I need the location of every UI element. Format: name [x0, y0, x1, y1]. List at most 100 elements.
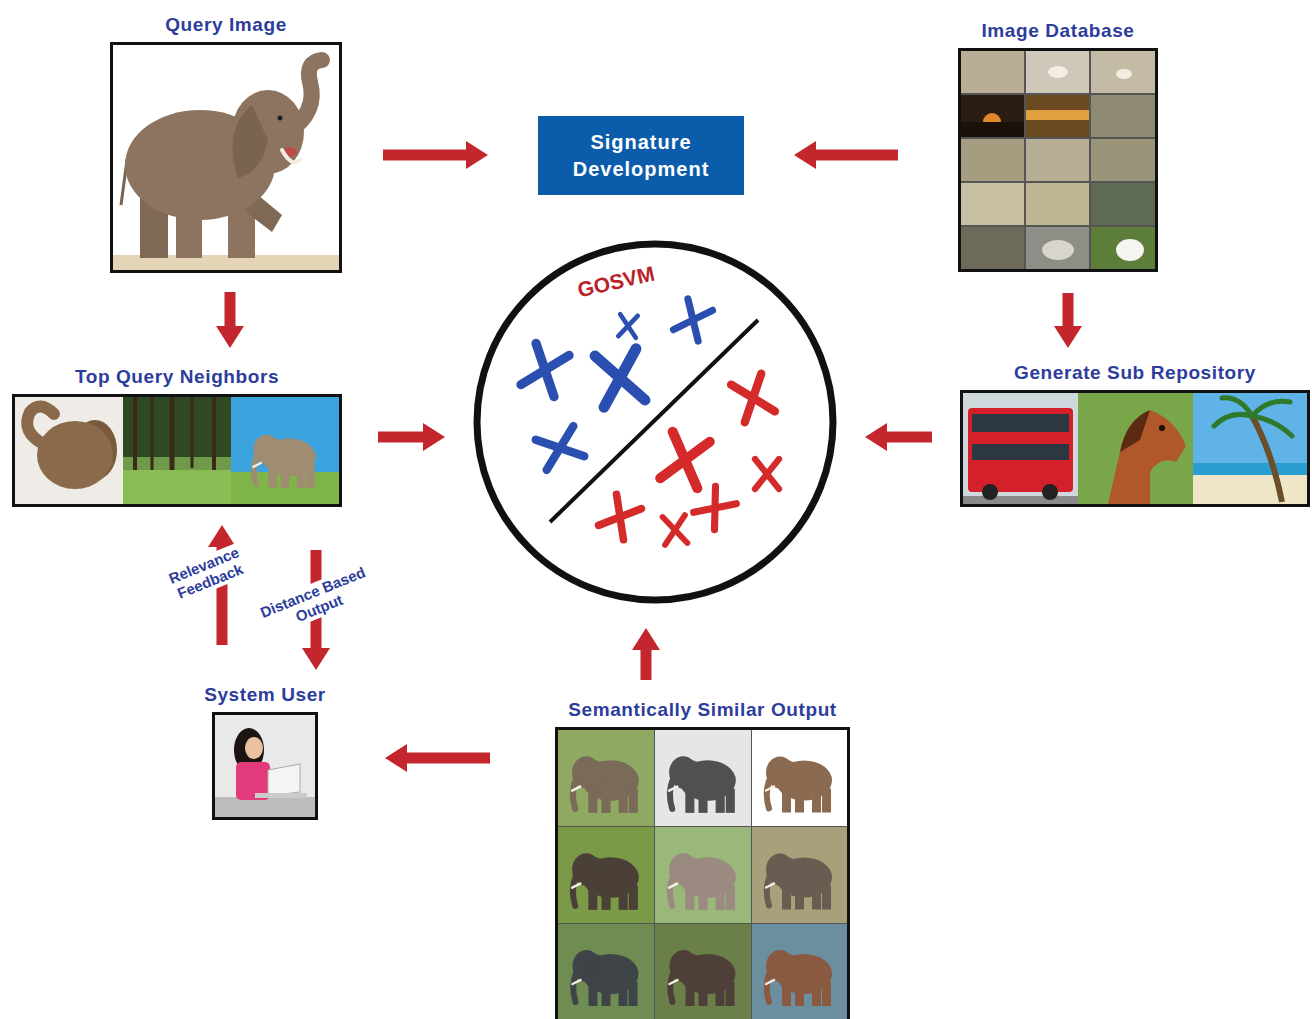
panel-heading: Image Database [981, 20, 1134, 42]
database-thumbnails [961, 227, 1024, 269]
sample-mark [599, 494, 642, 540]
separating-hyperplane [550, 320, 758, 522]
flow-arrow [794, 141, 898, 169]
sample-mark [663, 515, 688, 545]
image-panel: System User [212, 712, 318, 820]
query-elephant [113, 45, 339, 270]
repository-thumbnails [982, 484, 998, 500]
neighbor-thumbnails [212, 397, 216, 474]
query-elephant [232, 105, 268, 178]
panel-heading: Semantically Similar Output [568, 699, 837, 721]
result-thumbnails [558, 827, 654, 923]
sample-mark [521, 343, 569, 396]
box-label: Signature Development [550, 129, 732, 183]
flow-arrow [378, 423, 445, 451]
sample-mark [595, 349, 645, 407]
database-thumbnails [1026, 227, 1089, 269]
sample-mark [663, 515, 688, 545]
query-elephant [278, 116, 283, 121]
sample-mark [663, 515, 688, 545]
result-thumbnails [655, 924, 751, 1019]
neighbor-thumbnails [133, 397, 137, 475]
sample-mark [755, 459, 779, 489]
panel-heading: Query Image [165, 14, 287, 36]
database-thumbnails [1116, 239, 1144, 261]
sample-mark [673, 299, 712, 341]
repository-thumbnails [1042, 484, 1058, 500]
repository-thumbnails [1078, 393, 1193, 504]
image-panel: Image Database [958, 48, 1158, 272]
flow-arrow [1054, 293, 1082, 348]
user-photo [245, 737, 263, 759]
repository-thumbnails [1193, 475, 1307, 504]
result-thumbnails [752, 827, 847, 923]
edge-label: Relevance Feedback [150, 537, 265, 610]
database-thumbnails [961, 95, 1024, 137]
result-thumbnails [558, 924, 654, 1019]
database-thumbnails [961, 51, 1024, 93]
classifier-circle: GOSVM [473, 240, 837, 604]
sample-mark [618, 314, 637, 337]
sample-mark [536, 426, 585, 470]
database-thumbnails [1042, 240, 1074, 260]
database-thumbnails [961, 139, 1024, 181]
repository-thumbnails [963, 496, 1078, 504]
sample-mark [731, 374, 775, 423]
sample-mark [618, 314, 637, 337]
sample-mark [731, 374, 775, 423]
sample-mark [521, 343, 569, 396]
flow-arrow [865, 423, 932, 451]
sample-mark [660, 432, 710, 488]
image-panel: Semantically Similar Output [555, 727, 850, 1019]
neighbor-thumbnails [15, 397, 339, 504]
image-panel: Query Image [110, 42, 342, 273]
sample-mark [694, 486, 737, 530]
result-thumbnails [558, 730, 847, 1019]
database-thumbnails [1116, 69, 1132, 79]
user-photo [268, 764, 300, 796]
flow-arrow [383, 141, 488, 169]
sample-mark [694, 486, 737, 530]
sample-mark [618, 314, 637, 337]
repository-thumbnails [1193, 393, 1307, 463]
result-thumbnails [766, 854, 832, 910]
repository-thumbnails [1108, 410, 1186, 504]
circle-outline [473, 240, 837, 604]
sample-mark [595, 349, 645, 407]
neighbor-thumbnails [15, 397, 123, 504]
flow-arrow [216, 292, 244, 348]
database-thumbnails [1026, 95, 1089, 137]
panel-heading: Top Query Neighbors [75, 366, 279, 388]
repository-thumbnails [963, 393, 1307, 504]
result-thumbnails [655, 730, 751, 826]
repository-thumbnails [968, 408, 1073, 492]
repository-thumbnails [1120, 410, 1150, 452]
database-thumbnails [1091, 95, 1155, 137]
sample-mark [660, 432, 710, 488]
repository-thumbnails [1193, 463, 1307, 475]
sample-mark [599, 494, 642, 540]
database-thumbnails [961, 122, 1024, 137]
database-thumbnails [1026, 110, 1089, 120]
edge-label: Distance Based Output [245, 558, 388, 642]
result-thumbnails [572, 756, 639, 813]
panel-heading: System User [204, 684, 326, 706]
sample-mark [673, 299, 712, 341]
result-thumbnails [766, 757, 832, 813]
database-thumbnails [1026, 51, 1089, 93]
result-thumbnails [558, 730, 847, 1019]
result-thumbnails [669, 756, 736, 813]
sample-mark [731, 374, 775, 423]
flow-arrow [385, 744, 490, 772]
result-thumbnails [655, 827, 751, 923]
user-photo [255, 793, 307, 798]
result-thumbnails [573, 950, 639, 1006]
neighbor-thumbnails [123, 470, 231, 504]
neighbor-thumbnails [151, 397, 154, 472]
result-thumbnails [572, 853, 639, 910]
result-thumbnails [558, 730, 654, 826]
repository-thumbnails [972, 414, 1069, 432]
user-photo [215, 715, 315, 817]
